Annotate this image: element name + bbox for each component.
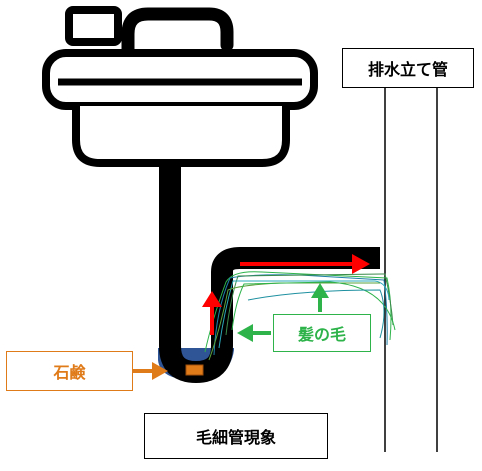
faucet-icon xyxy=(65,6,234,59)
hair-strands-icon xyxy=(204,271,396,361)
soap-pointer-arrow xyxy=(133,362,168,380)
drain-stack-label: 排水立て管 xyxy=(342,48,474,88)
caption-label: 毛細管現象 xyxy=(144,413,328,459)
hair-label: 髪の毛 xyxy=(273,314,371,352)
flow-arrow-icon xyxy=(202,254,370,335)
soap-label: 石鹸 xyxy=(6,351,133,391)
hair-pointer-arrows xyxy=(237,283,329,342)
soap-particle xyxy=(185,364,204,376)
sink-icon xyxy=(42,49,318,167)
p-trap-pipe xyxy=(159,160,380,383)
